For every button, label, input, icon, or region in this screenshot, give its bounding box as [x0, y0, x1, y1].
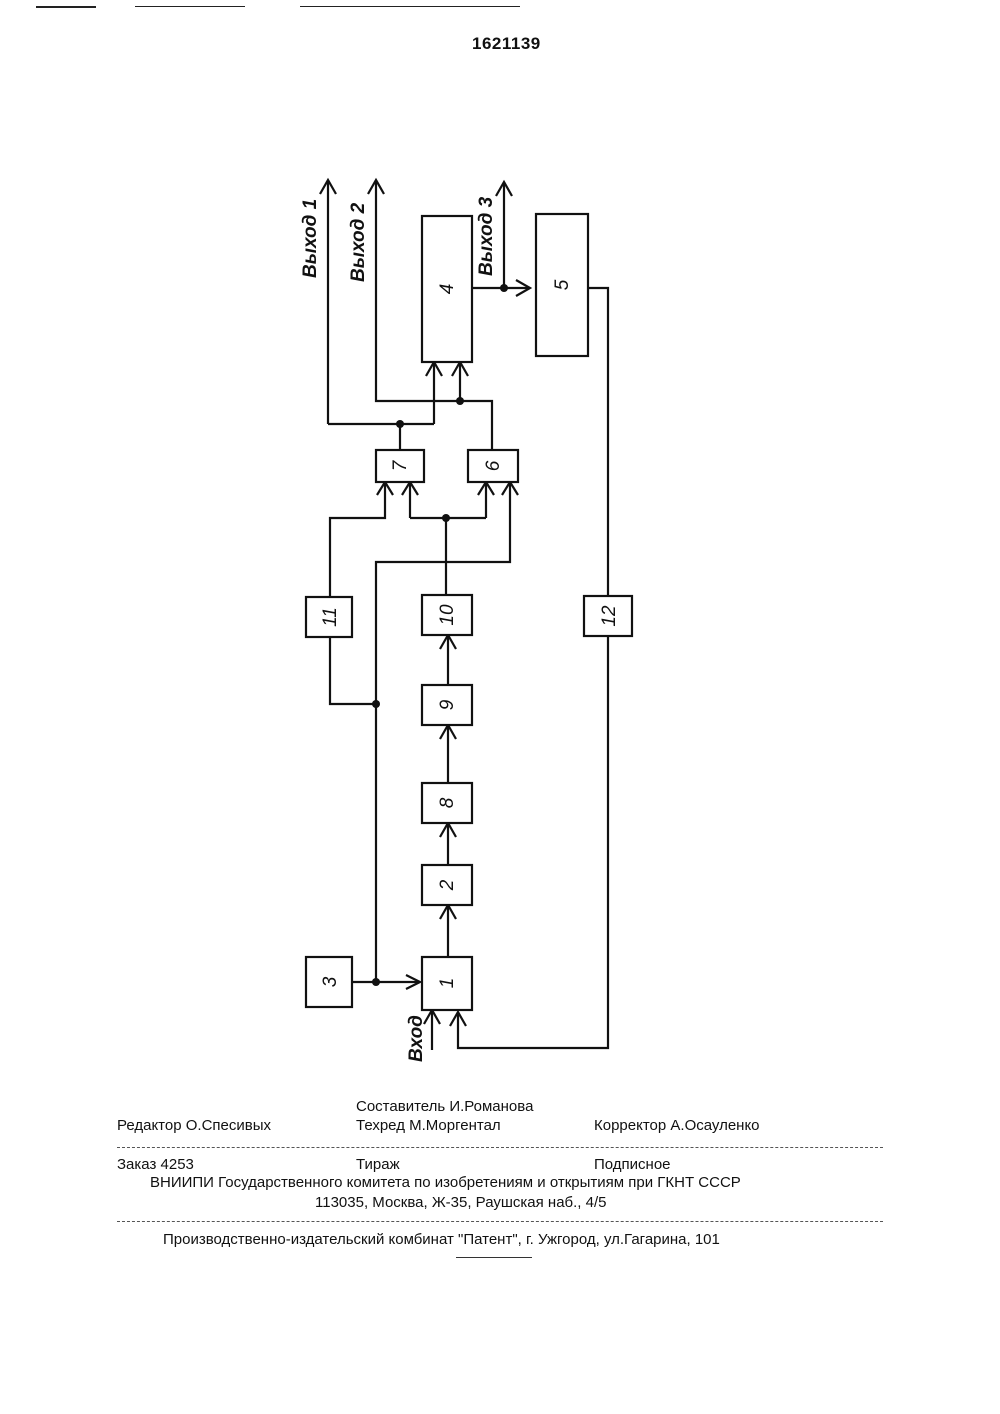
svg-text:2: 2 [437, 879, 458, 891]
junction-3-out [372, 978, 380, 986]
input-label: Вход [406, 1015, 427, 1062]
junction-bus-11 [372, 700, 380, 708]
publisher-underline [456, 1257, 532, 1258]
junction-6-out [456, 397, 464, 405]
svg-text:5: 5 [552, 279, 573, 290]
block-5: 5 [536, 214, 588, 356]
junction-10-out [442, 514, 450, 522]
block-1: 1 [422, 957, 472, 1010]
wire-bus-to-11 [330, 637, 376, 704]
output3-label: Выход 3 [476, 196, 497, 276]
order-number: Заказ 4253 [117, 1156, 194, 1173]
block-2: 2 [422, 865, 472, 905]
block-9: 9 [422, 685, 472, 725]
corrector-line: Корректор А.Осауленко [594, 1117, 760, 1134]
svg-text:9: 9 [437, 699, 458, 710]
block-diagram: 1 2 3 4 5 6 7 8 9 10 11 12 [0, 0, 1000, 1100]
block-8: 8 [422, 783, 472, 823]
svg-text:1: 1 [437, 978, 458, 989]
footer-rule-top [117, 1147, 883, 1148]
circulation-label: Тираж [356, 1156, 400, 1173]
address-line: 113035, Москва, Ж-35, Раушская наб., 4/5 [315, 1194, 607, 1211]
block-6: 6 [468, 450, 518, 482]
output1-label: Выход 1 [300, 199, 321, 278]
compiler-line: Составитель И.Романова [356, 1098, 533, 1115]
block-7: 7 [376, 450, 424, 482]
svg-text:10: 10 [437, 604, 458, 626]
footer-rule-bottom [117, 1221, 883, 1222]
subscription-label: Подписное [594, 1156, 671, 1173]
techred-line: Техред М.Моргентал [356, 1117, 501, 1134]
wire-5-to-12 [588, 288, 608, 596]
svg-text:7: 7 [390, 459, 411, 471]
block-12: 12 [584, 596, 632, 636]
svg-text:3: 3 [320, 976, 341, 987]
organization-line: ВНИИПИ Государственного комитета по изоб… [150, 1174, 741, 1191]
svg-text:11: 11 [320, 607, 341, 627]
wire-12-to-1 [458, 636, 608, 1048]
svg-text:6: 6 [483, 460, 504, 471]
publisher-line: Производственно-издательский комбинат "П… [163, 1231, 720, 1248]
junction-7-out [396, 420, 404, 428]
output2-label: Выход 2 [348, 202, 369, 282]
block-11: 11 [306, 597, 352, 637]
junction-4-out [500, 284, 508, 292]
svg-text:4: 4 [437, 284, 458, 295]
block-4: 4 [422, 216, 472, 362]
svg-text:8: 8 [437, 797, 458, 808]
block-3: 3 [306, 957, 352, 1007]
editor-line: Редактор О.Спесивых [117, 1117, 271, 1134]
block-10: 10 [422, 595, 472, 635]
svg-text:12: 12 [599, 605, 620, 627]
